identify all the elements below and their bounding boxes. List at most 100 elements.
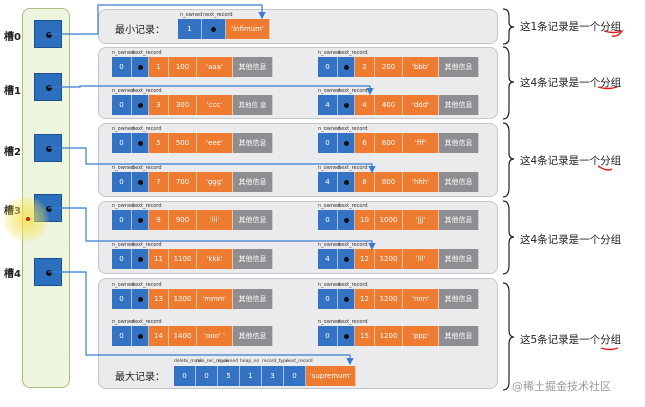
brace-4: [502, 282, 515, 391]
record-header-n-owned: n_owned: [112, 203, 135, 209]
record-string: 'kkk': [197, 249, 233, 269]
record-id: 12: [355, 249, 375, 269]
record-value: 500: [169, 133, 197, 153]
record-next-record: [132, 210, 149, 230]
record-other-info: 其他信 息: [233, 95, 273, 115]
record-string: 'ppp': [403, 326, 439, 346]
record-value: 1300: [169, 289, 197, 309]
record-next-record: [338, 210, 355, 230]
record-other-info: 其他信息: [439, 326, 479, 346]
infimum-header-next-record: next_record: [203, 12, 233, 18]
record-id: 10: [355, 210, 375, 230]
record-header-n-owned: n_owned: [318, 126, 341, 132]
record-other-info: 其他信息: [233, 172, 273, 192]
record-header-next-record: next_record: [338, 50, 368, 56]
record-other-info: 其他信息: [439, 95, 479, 115]
record-string: 'mmm': [197, 289, 233, 309]
record-header-next-record: next_record: [338, 88, 368, 94]
annotation-3: 这4条记录是一个分组: [520, 234, 622, 246]
record-next-record: [132, 289, 149, 309]
record-value: 200: [375, 57, 403, 77]
record-next-record: [338, 289, 355, 309]
record-header-next-record: next_record: [338, 165, 368, 171]
record-header-next-record: next_record: [132, 126, 162, 132]
record-header-next-record: next_record: [132, 319, 162, 325]
pointer-dot-icon: [46, 146, 52, 152]
record-other-info: 其他信息: [439, 249, 479, 269]
record-string: 'eee': [197, 133, 233, 153]
red-underline-4: [600, 347, 619, 351]
record-next-record: [132, 249, 149, 269]
supremum-header-3: heap_no: [240, 359, 260, 364]
record-next-record: [338, 172, 355, 192]
brace-3: [502, 200, 515, 275]
record-other-info: 其他信息: [233, 133, 273, 153]
supremum-label: 最大记录：: [115, 372, 165, 383]
infimum-next-record: [202, 19, 226, 39]
record-string: 'fff': [403, 133, 439, 153]
supremum-text: 'supremum': [306, 366, 356, 386]
pointer-dot-icon: [46, 85, 52, 91]
record-string: 'iii': [197, 210, 233, 230]
record-value: 900: [169, 210, 197, 230]
record-other-info: 其他信息: [233, 326, 273, 346]
record-id: 1: [149, 57, 169, 77]
record-string: 'nnn': [403, 289, 439, 309]
red-underline-2: [597, 165, 613, 171]
record-other-info: 其他信息: [439, 172, 479, 192]
record-header-n-owned: n_owned: [318, 50, 341, 56]
annotation-4: 这5条记录是一个分组: [520, 334, 622, 346]
record-header-n-owned: n_owned: [112, 50, 135, 56]
supremum-min-rec-mask: 0: [196, 366, 218, 386]
record-string: 'jjj': [403, 210, 439, 230]
record-string: 'hhh': [403, 172, 439, 192]
record-other-info: 其他信息: [439, 57, 479, 77]
record-header-next-record: next_record: [338, 203, 368, 209]
group-infimum: [98, 9, 498, 44]
infimum-header-n-owned: n_owned: [180, 12, 203, 18]
record-header-n-owned: n_owned: [318, 88, 341, 94]
record-value: 100: [169, 57, 197, 77]
red-underline-1: [597, 86, 618, 90]
record-value: 400: [375, 95, 403, 115]
supremum-header-2: n_owned: [218, 359, 239, 364]
link-slot3: [48, 207, 376, 251]
brace-1: [502, 46, 515, 120]
record-id: 2: [355, 57, 375, 77]
supremum-header-5: next_record: [286, 359, 313, 364]
record-other-info: 其他信息: [233, 289, 273, 309]
record-value: 1000: [375, 210, 403, 230]
record-header-next-record: next_record: [338, 126, 368, 132]
record-value: 600: [375, 133, 403, 153]
link-slot1: [48, 85, 374, 96]
record-value: 1400: [169, 326, 197, 346]
watermark: @稀土掘金技术社区: [512, 380, 611, 393]
record-string: 'ooo' ': [197, 326, 233, 346]
record-id: 15: [355, 326, 375, 346]
infimum-record: 1 'infimum': [178, 19, 270, 39]
record-id: 3: [149, 95, 169, 115]
pointer-dot-icon: [46, 32, 52, 38]
supremum-next-record: 0: [284, 366, 306, 386]
link-slot2: [48, 147, 376, 174]
record-other-info: 其他信息: [233, 249, 273, 269]
record-value: 1200: [375, 326, 403, 346]
record-other-info: 其他信息: [439, 210, 479, 230]
annotation-2: 这4条记录是一个分组: [520, 155, 622, 167]
link-slot4: [48, 271, 354, 366]
record-header-next-record: next_record: [338, 282, 368, 288]
supremum-heap-no: 1: [240, 366, 262, 386]
link-slot0: [48, 4, 266, 35]
record-next-record: [338, 133, 355, 153]
